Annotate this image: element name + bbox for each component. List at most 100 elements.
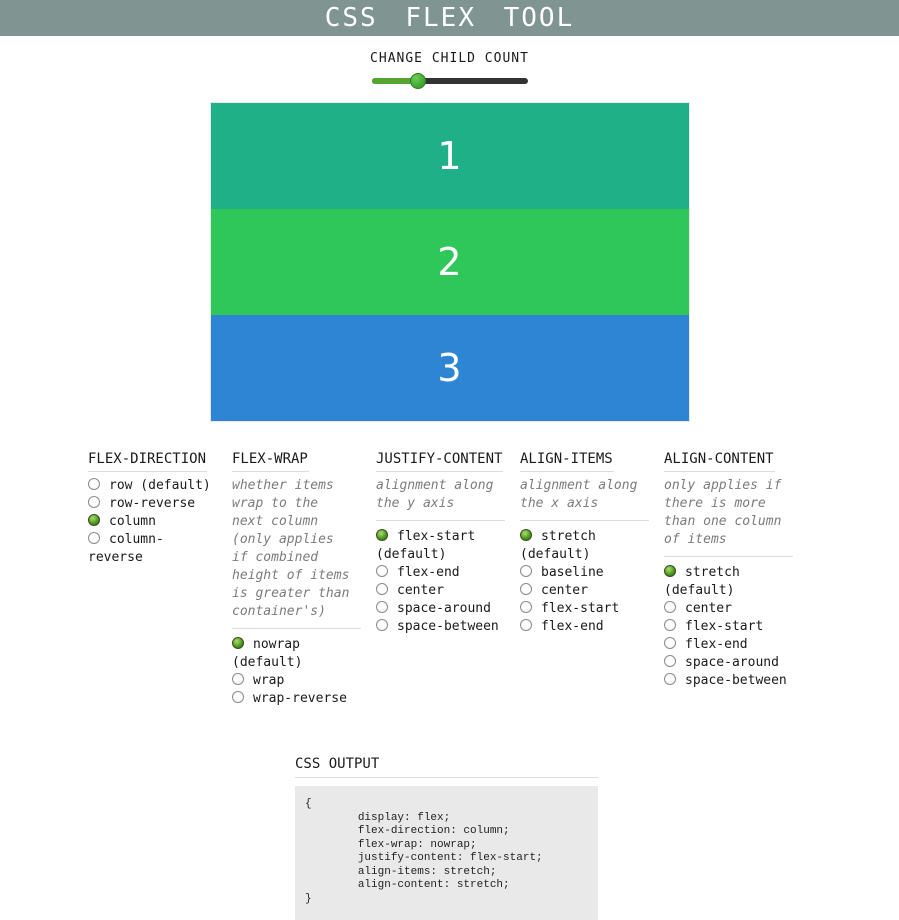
radio-unselected-icon[interactable] [520,583,532,595]
radio-option-justify-content-flex-end[interactable]: flex-end [376,564,505,582]
radio-unselected-icon[interactable] [520,619,532,631]
radio-option-align-content-space-around[interactable]: space-around [664,654,793,672]
column-title: FLEX-WRAP [232,451,309,472]
column-title: ALIGN-CONTENT [664,451,775,472]
radio-unselected-icon[interactable] [664,619,676,631]
radio-option-align-items-flex-end[interactable]: flex-end [520,618,649,636]
radio-option-flex-wrap-nowrap[interactable]: nowrap (default) [232,636,361,672]
control-column-align-content: ALIGN-CONTENT only applies if there is m… [664,451,793,708]
radio-option-label: flex-end [397,565,460,580]
radio-unselected-icon[interactable] [664,655,676,667]
radio-unselected-icon[interactable] [520,565,532,577]
radio-unselected-icon[interactable] [88,496,100,508]
radio-option-label: column [109,514,156,529]
column-description: alignment along the x axis [520,477,649,521]
radio-option-justify-content-space-between[interactable]: space-between [376,618,505,636]
radio-option-align-items-center[interactable]: center [520,582,649,600]
radio-unselected-icon[interactable] [664,637,676,649]
radio-selected-icon[interactable] [520,529,532,541]
radio-option-label: column- reverse [88,532,164,565]
page-title: CSS FLEX TOOL [324,3,575,33]
flex-item-number: 2 [437,240,462,284]
radio-option-label: stretch (default) [520,529,596,562]
radio-option-justify-content-space-around[interactable]: space-around [376,600,505,618]
radio-option-label: wrap [253,673,285,688]
flex-item-number: 3 [437,346,462,390]
radio-option-flex-direction-row-reverse[interactable]: row-reverse [88,495,217,513]
radio-option-flex-wrap-wrap-reverse[interactable]: wrap-reverse [232,690,361,708]
slider-track[interactable] [371,78,528,84]
control-column-align-items: ALIGN-ITEMS alignment along the x axis s… [520,451,649,708]
radio-option-label: row (default) [109,478,211,493]
radio-option-justify-content-center[interactable]: center [376,582,505,600]
radio-option-label: wrap-reverse [253,691,347,706]
radio-selected-icon[interactable] [88,514,100,526]
radio-option-align-content-stretch[interactable]: stretch (default) [664,564,793,600]
radio-option-label: flex-start (default) [376,529,476,562]
css-output-code: { display: flex; flex-direction: column;… [295,786,598,920]
column-title: ALIGN-ITEMS [520,451,614,472]
radio-option-justify-content-flex-start[interactable]: flex-start (default) [376,528,505,564]
radio-unselected-icon[interactable] [88,532,100,544]
radio-option-align-content-flex-start[interactable]: flex-start [664,618,793,636]
radio-option-label: flex-start [685,619,764,634]
controls-row: FLEX-DIRECTION row (default) row-reverse c… [88,451,899,708]
radio-option-label: space-around [685,655,779,670]
radio-option-align-items-stretch[interactable]: stretch (default) [520,528,649,564]
slider-fill [371,78,419,84]
radio-option-label: row-reverse [109,496,196,511]
column-description: alignment along the y axis [376,477,505,521]
radio-option-flex-direction-column-reverse[interactable]: column- reverse [88,531,217,567]
radio-selected-icon[interactable] [664,565,676,577]
css-output-section: CSS OUTPUT { display: flex; flex-directi… [295,756,598,920]
radio-option-label: flex-start [541,601,620,616]
control-column-flex-wrap: FLEX-WRAP whether items wrap to the next… [232,451,361,708]
control-column-justify-content: JUSTIFY-CONTENT alignment along the y ax… [376,451,505,708]
radio-option-label: space-around [397,601,491,616]
flex-item-3: 3 [210,315,689,421]
flex-item-2: 2 [210,209,689,315]
radio-option-label: center [541,583,588,598]
slider-thumb[interactable] [410,73,427,89]
radio-option-flex-direction-row[interactable]: row (default) [88,477,217,495]
radio-unselected-icon[interactable] [232,673,244,685]
radio-unselected-icon[interactable] [664,673,676,685]
radio-option-align-items-baseline[interactable]: baseline [520,564,649,582]
radio-option-align-content-center[interactable]: center [664,600,793,618]
column-description: only applies if there is more than one c… [664,477,793,557]
radio-option-flex-wrap-wrap[interactable]: wrap [232,672,361,690]
flex-item-number: 1 [437,134,462,178]
radio-unselected-icon[interactable] [376,619,388,631]
radio-unselected-icon[interactable] [232,691,244,703]
radio-selected-icon[interactable] [232,637,244,649]
radio-selected-icon[interactable] [376,529,388,541]
radio-option-label: baseline [541,565,604,580]
radio-unselected-icon[interactable] [88,478,100,490]
header-bar: CSS FLEX TOOL [0,0,899,36]
radio-unselected-icon[interactable] [520,601,532,613]
radio-option-label: space-between [685,673,787,688]
radio-unselected-icon[interactable] [376,565,388,577]
radio-option-align-content-space-between[interactable]: space-between [664,672,793,690]
radio-unselected-icon[interactable] [664,601,676,613]
column-description: whether items wrap to the next column (o… [232,477,361,629]
radio-unselected-icon[interactable] [376,601,388,613]
child-count-label: CHANGE CHILD COUNT [370,51,529,66]
column-title: FLEX-DIRECTION [88,451,208,472]
radio-option-label: space-between [397,619,499,634]
radio-option-label: flex-end [541,619,604,634]
flex-preview-container: 1 2 3 [209,102,690,422]
radio-unselected-icon[interactable] [376,583,388,595]
radio-option-align-content-flex-end[interactable]: flex-end [664,636,793,654]
radio-option-flex-direction-column[interactable]: column [88,513,217,531]
column-title: JUSTIFY-CONTENT [376,451,504,472]
child-count-section: CHANGE CHILD COUNT [0,50,899,89]
radio-option-label: center [397,583,444,598]
radio-option-label: stretch (default) [664,565,740,598]
radio-option-label: flex-end [685,637,748,652]
radio-option-align-items-flex-start[interactable]: flex-start [520,600,649,618]
child-count-slider[interactable] [371,73,528,89]
css-output-title: CSS OUTPUT [295,756,598,778]
radio-option-label: center [685,601,732,616]
control-column-flex-direction: FLEX-DIRECTION row (default) row-reverse c… [88,451,217,708]
